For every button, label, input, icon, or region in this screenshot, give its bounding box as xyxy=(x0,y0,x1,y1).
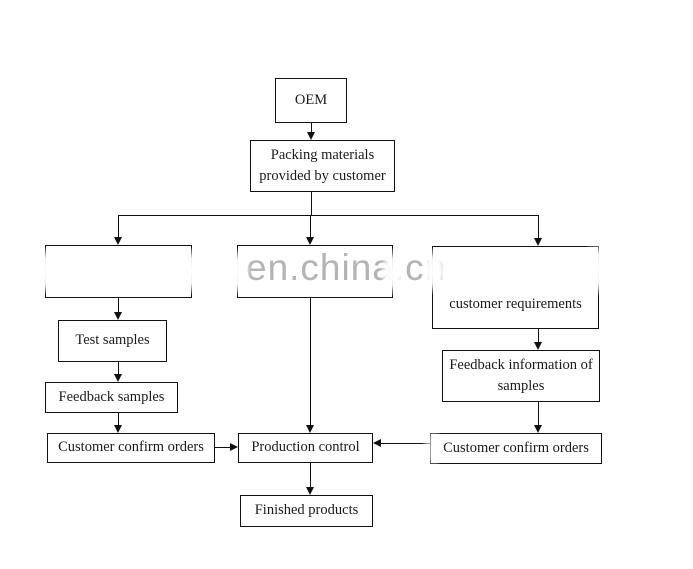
connector-confirmright-production xyxy=(381,443,430,444)
connector-test-feedback xyxy=(118,362,119,375)
arrowhead-down-icon xyxy=(306,237,314,245)
connector-oem-packing xyxy=(311,123,312,133)
arrowhead-right-icon xyxy=(230,443,238,451)
node-test-samples: Test samples xyxy=(58,320,167,362)
node-production-control: Production control xyxy=(238,433,373,463)
arrowhead-down-icon xyxy=(306,487,314,495)
connector-confirmleft-production xyxy=(215,447,231,448)
connector-branch-right xyxy=(538,215,539,239)
connector-branch-left xyxy=(118,215,119,238)
arrowhead-down-icon xyxy=(114,237,122,245)
node-feedback-information: Feedback information of samples xyxy=(442,350,600,402)
node-finished-products: Finished products xyxy=(240,495,373,527)
connector-middle-production xyxy=(310,298,311,426)
arrowhead-down-icon xyxy=(534,342,542,350)
arrowhead-down-icon xyxy=(306,425,314,433)
connector-branch-horizontal xyxy=(118,215,539,216)
node-customer-confirm-right: Customer confirm orders xyxy=(430,433,602,464)
node-customer-requirements: customer requirements xyxy=(432,246,599,329)
arrowhead-left-icon xyxy=(373,439,381,447)
arrowhead-down-icon xyxy=(307,132,315,140)
node-customer-confirm-left: Customer confirm orders xyxy=(47,433,215,463)
arrowhead-down-icon xyxy=(534,425,542,433)
watermark-text: en.china.cn xyxy=(246,247,447,288)
arrowhead-down-icon xyxy=(114,425,122,433)
node-oem: OEM xyxy=(275,78,347,123)
arrowhead-down-icon xyxy=(114,312,122,320)
connector-packing-branch xyxy=(311,192,312,216)
arrowhead-down-icon xyxy=(534,238,542,246)
node-blank-left xyxy=(45,245,192,298)
connector-blank-test xyxy=(118,298,119,313)
connector-production-finished xyxy=(310,463,311,488)
connector-branch-middle xyxy=(310,215,311,238)
node-packing-materials: Packing materials provided by customer xyxy=(250,140,395,192)
connector-requirements-feedbackinfo xyxy=(538,329,539,343)
node-feedback-samples: Feedback samples xyxy=(45,382,178,413)
arrowhead-down-icon xyxy=(114,374,122,382)
connector-feedbackinfo-confirm xyxy=(538,402,539,426)
node-blank-middle xyxy=(237,245,393,298)
connector-feedback-confirm xyxy=(118,413,119,426)
